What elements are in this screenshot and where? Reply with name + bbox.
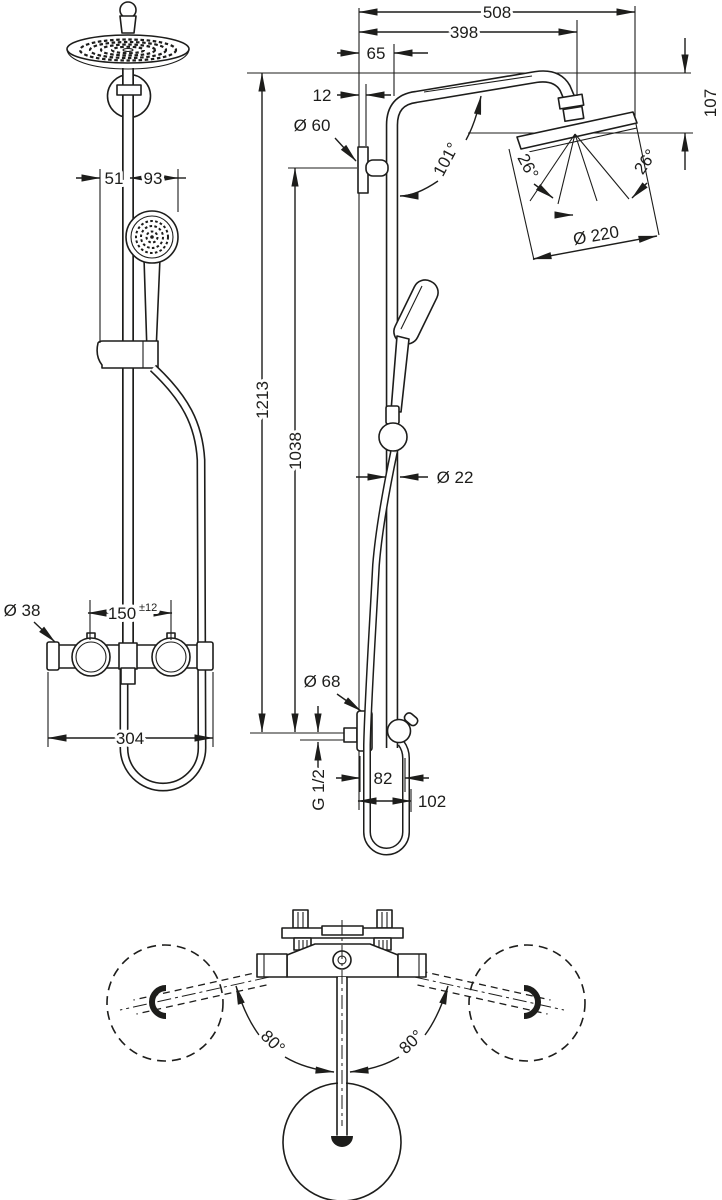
svg-text:102: 102 <box>418 792 446 811</box>
dim-bracket-diameter: Ø 60 <box>291 113 357 162</box>
svg-text:508: 508 <box>483 3 511 22</box>
top-view: 80° 80° <box>106 909 586 1200</box>
svg-text:26°: 26° <box>630 146 660 178</box>
slide-holder-front <box>96 340 159 369</box>
dim-hose-offset: 82 <box>336 756 429 792</box>
svg-text:Ø 68: Ø 68 <box>304 672 341 691</box>
disc-crossbar <box>116 84 142 96</box>
dim-spray-angle-left: 26° <box>510 148 554 199</box>
svg-text:Ø 22: Ø 22 <box>437 468 474 487</box>
dim-holder-offset: 51 <box>105 169 124 188</box>
valve-handle-left <box>71 637 111 677</box>
svg-text:101°: 101° <box>429 139 462 179</box>
svg-text:12: 12 <box>313 86 332 105</box>
thermostat-valve-front <box>46 632 214 685</box>
hand-shower-front <box>125 210 179 353</box>
hand-shower-side <box>385 279 439 425</box>
dim-pipe-diameter: Ø 22 <box>356 465 476 490</box>
svg-text:80°: 80° <box>395 1026 427 1058</box>
svg-text:65: 65 <box>367 44 386 63</box>
overhead-shower-front <box>66 1 190 70</box>
dim-swivel-left: 80° <box>235 985 335 1074</box>
supply-union <box>343 727 358 743</box>
side-view: 508 398 65 12 Ø 60 107 <box>247 0 722 856</box>
riser-pipe-and-arm-side <box>385 70 577 748</box>
valve-handle-right <box>151 637 191 677</box>
dim-hose-loop-width: 102 <box>357 789 449 814</box>
dim-bracket-height: 1038 <box>283 167 357 733</box>
wall-bracket-side <box>357 146 389 194</box>
valve-end-cap-left <box>46 641 60 671</box>
hose-outlet <box>120 667 136 685</box>
svg-text:Ø 38: Ø 38 <box>4 601 41 620</box>
dim-arm-angle: 101° <box>399 95 482 200</box>
hand-shower-arm-top <box>331 920 353 1147</box>
svg-text:150: 150 <box>108 604 136 623</box>
dim-total-height: 1213 <box>250 72 275 733</box>
dim-head-drop: 107 <box>681 38 722 170</box>
hand-shower-handle <box>143 257 161 353</box>
valve-end-cap-right <box>196 641 214 671</box>
svg-text:Ø 220: Ø 220 <box>572 222 621 249</box>
svg-text:Ø 60: Ø 60 <box>294 116 331 135</box>
shower-hose-front <box>119 364 207 792</box>
front-view: 51 93 Ø 38 150 ±12 304 <box>1 1 214 792</box>
dim-arm-reach: 398 <box>358 20 578 96</box>
diverter-knob <box>386 712 419 744</box>
dim-51-93: 51 93 <box>76 166 186 343</box>
svg-text:82: 82 <box>374 769 393 788</box>
svg-text:80°: 80° <box>257 1026 289 1058</box>
swivel-circle-right <box>468 944 586 1062</box>
shower-collar <box>119 15 137 34</box>
svg-text:1038: 1038 <box>286 432 305 470</box>
arm-joint <box>557 93 585 123</box>
svg-text:±12: ±12 <box>139 602 157 614</box>
dim-hole-spacing: 150 ±12 <box>87 599 173 640</box>
dim-escutcheon-diameter: Ø 68 <box>301 669 362 712</box>
dim-connection-thread: G 1/2 <box>306 706 331 814</box>
svg-text:107: 107 <box>701 89 720 117</box>
shower-hose-side <box>363 451 410 856</box>
dim-pipe-offset: 65 <box>337 41 428 96</box>
dim-valve-width: 304 <box>47 672 214 751</box>
svg-text:398: 398 <box>450 23 478 42</box>
svg-text:26°: 26° <box>513 151 542 183</box>
svg-text:304: 304 <box>116 729 144 748</box>
dim-overall-depth: 508 <box>358 0 636 118</box>
spray-rays <box>529 133 630 219</box>
dim-wall-offset: 12 <box>310 83 391 146</box>
dim-valve-diameter: Ø 38 <box>1 598 56 643</box>
valve-center-block <box>118 642 138 670</box>
svg-text:1213: 1213 <box>253 381 272 419</box>
dim-holder-width: 93 <box>144 169 163 188</box>
dim-swivel-right: 80° <box>349 985 449 1074</box>
svg-text:G 1/2: G 1/2 <box>309 769 328 811</box>
swivel-circle-left <box>106 944 224 1062</box>
slide-knob-side <box>378 422 408 452</box>
